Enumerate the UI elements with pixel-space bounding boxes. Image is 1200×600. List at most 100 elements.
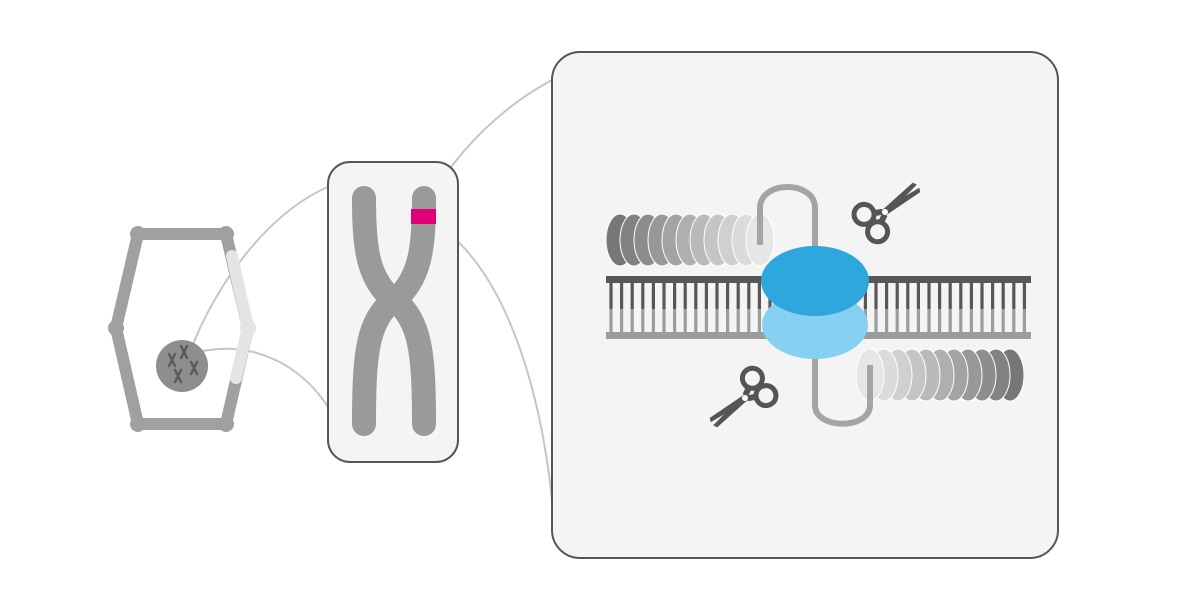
- scissors-blade: [709, 393, 751, 423]
- base-bottom: [1001, 309, 1005, 332]
- chromatid-right: [376, 186, 436, 436]
- base-top: [694, 283, 698, 309]
- cell-joint: [240, 320, 256, 336]
- base-bottom: [651, 309, 655, 332]
- scissors-shank: [872, 208, 888, 225]
- base-top: [863, 283, 867, 309]
- base-top: [895, 283, 899, 309]
- base-top: [757, 283, 761, 309]
- plant-cell-icon: [108, 226, 256, 432]
- base-bottom: [991, 309, 995, 332]
- base-top: [927, 283, 931, 309]
- scissors-blade: [879, 187, 921, 217]
- base-top: [736, 283, 740, 309]
- gene-marker: [411, 209, 436, 224]
- scissors-handle: [739, 365, 765, 391]
- base-top: [641, 283, 645, 309]
- base-top: [1001, 283, 1005, 309]
- base-bottom: [715, 309, 719, 332]
- mini-chromosome-icon: [189, 360, 199, 376]
- connector-nucleus-to-chromosome-top: [189, 185, 331, 353]
- base-bottom: [1022, 309, 1026, 332]
- detail-panel: [551, 51, 1059, 559]
- cell-joint: [218, 226, 234, 242]
- scissors-icon: [709, 365, 779, 428]
- base-bottom: [609, 309, 613, 332]
- base-bottom: [906, 309, 910, 332]
- base-top: [620, 283, 624, 309]
- cell-joint: [130, 226, 146, 242]
- base-top: [948, 283, 952, 309]
- base-bottom: [1012, 309, 1016, 332]
- base-top: [704, 283, 708, 309]
- base-top: [726, 283, 730, 309]
- base-bottom: [927, 309, 931, 332]
- mini-chromosome-icon: [167, 352, 177, 368]
- chromosome-icon: [352, 186, 436, 436]
- base-top: [715, 283, 719, 309]
- protein-complex-icon: [761, 246, 869, 359]
- protein-lobe-top: [761, 246, 869, 316]
- base-bottom: [620, 309, 624, 332]
- cell-wall-highlight: [226, 250, 255, 384]
- base-top: [651, 283, 655, 309]
- base-top: [885, 283, 889, 309]
- base-bottom: [969, 309, 973, 332]
- base-top: [906, 283, 910, 309]
- base-bottom: [885, 309, 889, 332]
- base-bottom: [673, 309, 677, 332]
- mini-chromosome-icon: [179, 344, 189, 360]
- base-top: [959, 283, 963, 309]
- base-top: [874, 283, 878, 309]
- cell-wall-joints: [108, 226, 256, 432]
- mini-chromosomes: [167, 344, 199, 384]
- base-bottom: [959, 309, 963, 332]
- dna-base-pairs: [609, 283, 1026, 332]
- base-top: [969, 283, 973, 309]
- chromosome-panel: [327, 161, 459, 463]
- base-bottom: [916, 309, 920, 332]
- cell-joint: [108, 320, 124, 336]
- dna-coil-top: [605, 213, 775, 267]
- base-bottom: [683, 309, 687, 332]
- base-bottom: [874, 309, 878, 332]
- base-bottom: [948, 309, 952, 332]
- base-bottom: [726, 309, 730, 332]
- base-top: [673, 283, 677, 309]
- base-top: [630, 283, 634, 309]
- base-bottom: [662, 309, 666, 332]
- base-bottom: [736, 309, 740, 332]
- base-bottom: [704, 309, 708, 332]
- base-bottom: [747, 309, 751, 332]
- base-bottom: [641, 309, 645, 332]
- base-top: [991, 283, 995, 309]
- base-top: [1012, 283, 1016, 309]
- scissors-pivot: [742, 395, 748, 401]
- scissors-handle: [865, 219, 891, 245]
- cell-joint: [130, 416, 146, 432]
- base-top: [938, 283, 942, 309]
- base-bottom: [938, 309, 942, 332]
- base-top: [1022, 283, 1026, 309]
- base-bottom: [757, 309, 761, 332]
- base-bottom: [694, 309, 698, 332]
- mini-chromosome-icon: [173, 368, 183, 384]
- base-top: [980, 283, 984, 309]
- base-top: [916, 283, 920, 309]
- base-bottom: [630, 309, 634, 332]
- base-top: [747, 283, 751, 309]
- base-bottom: [895, 309, 899, 332]
- scissors-pivot: [882, 209, 888, 215]
- cell-joint: [218, 416, 234, 432]
- scissors-icon: [851, 182, 921, 245]
- scissors-shank: [742, 385, 758, 402]
- base-top: [609, 283, 613, 309]
- strand-loop-top: [757, 184, 818, 262]
- base-top: [683, 283, 687, 309]
- connector-nucleus-to-chromosome-bottom: [197, 347, 331, 411]
- base-bottom: [980, 309, 984, 332]
- dna-coil-bottom: [855, 348, 1025, 402]
- strand-loop-bottom: [812, 340, 873, 427]
- base-top: [662, 283, 666, 309]
